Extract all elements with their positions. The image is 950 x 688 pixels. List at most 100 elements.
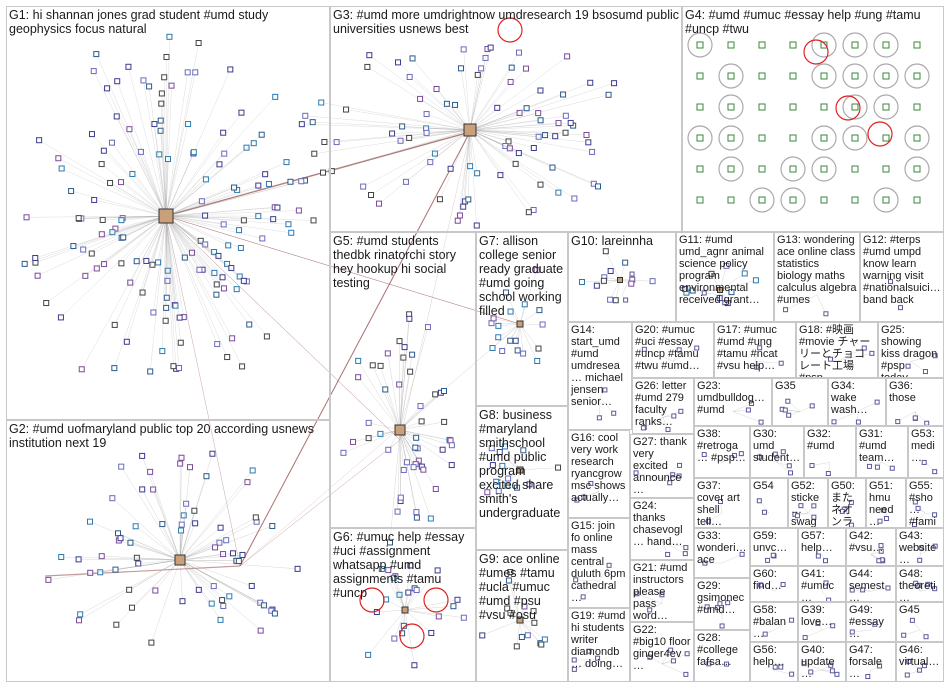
g6-node[interactable] <box>396 591 403 598</box>
g3-node[interactable] <box>321 138 328 145</box>
g2-node[interactable] <box>135 560 142 567</box>
g5-node[interactable] <box>413 509 420 516</box>
group-g23[interactable]: G23: umdbulldog… #umd <box>694 378 772 426</box>
g1-node[interactable] <box>139 289 146 296</box>
small-group-node[interactable] <box>909 617 915 623</box>
g2-node[interactable] <box>191 507 198 514</box>
g2-node[interactable] <box>113 621 120 628</box>
g9-node[interactable] <box>530 608 537 615</box>
group-g57[interactable]: G57: help… <box>798 528 846 566</box>
g3-node[interactable] <box>423 111 430 118</box>
g2-node[interactable] <box>179 598 186 605</box>
g1-node[interactable] <box>137 148 144 155</box>
g6-node[interactable] <box>390 574 397 581</box>
g3-node[interactable] <box>395 59 402 66</box>
g3-node[interactable] <box>562 129 569 136</box>
g2-node[interactable] <box>223 537 230 544</box>
g5-node[interactable] <box>409 351 416 358</box>
g4-node[interactable] <box>851 134 859 142</box>
g1-node[interactable] <box>158 100 165 107</box>
g5-node[interactable] <box>418 418 425 425</box>
g1-node[interactable] <box>213 291 220 298</box>
g2-node[interactable] <box>269 523 276 530</box>
g3-node[interactable] <box>523 105 530 112</box>
g1-node[interactable] <box>229 335 236 342</box>
small-group-node[interactable] <box>676 473 682 479</box>
group-g38[interactable]: G38: #retroga… #psp… <box>694 426 750 478</box>
small-group-node[interactable] <box>861 345 867 351</box>
g3-node[interactable] <box>535 133 542 140</box>
g4-node[interactable] <box>820 103 828 111</box>
g1-node[interactable] <box>246 321 253 328</box>
group-g20[interactable]: G20: #umuc #uci #essay #uncp #tamu #twu … <box>632 322 714 378</box>
g7-node[interactable] <box>534 358 541 365</box>
group-g41[interactable]: G41: #umuc… <box>798 566 846 602</box>
g4-node[interactable] <box>758 72 766 80</box>
g1-node[interactable] <box>93 265 100 272</box>
g5-node[interactable] <box>448 442 455 449</box>
g6-node[interactable] <box>399 630 406 637</box>
group-g30[interactable]: G30: umd student… <box>750 426 804 478</box>
g3-hub-node[interactable] <box>463 123 477 137</box>
g3-node[interactable] <box>515 49 522 56</box>
g1-node[interactable] <box>127 279 134 286</box>
small-group-node[interactable] <box>878 548 884 554</box>
g1-node[interactable] <box>112 225 119 232</box>
g2-node[interactable] <box>87 569 94 576</box>
g5-node[interactable] <box>387 539 394 546</box>
g3-node[interactable] <box>433 86 440 93</box>
small-group-node[interactable] <box>888 279 894 285</box>
g5-node[interactable] <box>407 368 414 375</box>
g10-node[interactable] <box>607 296 614 303</box>
g3-node[interactable] <box>611 80 618 87</box>
g8-node[interactable] <box>484 489 491 496</box>
group-g32[interactable]: G32: #umd <box>804 426 856 478</box>
g10-node[interactable] <box>612 297 619 304</box>
g11-node[interactable] <box>723 262 730 269</box>
g3-node[interactable] <box>512 160 519 167</box>
g2-node[interactable] <box>244 479 251 486</box>
g9-node[interactable] <box>479 632 486 639</box>
g1-node[interactable] <box>126 126 133 133</box>
g1-node[interactable] <box>157 117 164 124</box>
g5-node[interactable] <box>424 324 431 331</box>
small-group-node[interactable] <box>678 408 684 414</box>
g2-node[interactable] <box>220 603 227 610</box>
group-g50[interactable]: G50: またネオンライ… <box>828 478 866 528</box>
group-g36[interactable]: G36: those <box>886 378 944 426</box>
small-group-node[interactable] <box>684 651 690 657</box>
g4-node[interactable] <box>696 134 704 142</box>
small-group-node[interactable] <box>794 513 800 519</box>
group-g10[interactable]: G10: lareinnha <box>568 232 676 322</box>
small-group-node[interactable] <box>581 494 587 500</box>
g2-node[interactable] <box>109 495 116 502</box>
group-g18[interactable]: G18: #映画 #movie チャーリーとチョコレート工場 #psp… <box>796 322 878 378</box>
small-group-node[interactable] <box>667 480 673 486</box>
g2-node[interactable] <box>177 460 184 467</box>
g4-node[interactable] <box>758 134 766 142</box>
g8-node[interactable] <box>520 447 527 454</box>
g5-node[interactable] <box>420 466 427 473</box>
g1-node[interactable] <box>233 286 240 293</box>
g5-node[interactable] <box>377 430 384 437</box>
small-group-node[interactable] <box>574 497 580 503</box>
small-group-node[interactable] <box>571 666 577 672</box>
g2-node[interactable] <box>235 558 242 565</box>
g1-node[interactable] <box>88 131 95 138</box>
group-g19[interactable]: G19: #umd hi students writer diamondb… d… <box>568 608 630 682</box>
g2-node[interactable] <box>210 583 217 590</box>
g4-node[interactable] <box>789 165 797 173</box>
g4-node[interactable] <box>696 196 704 204</box>
small-group-node[interactable] <box>706 661 712 667</box>
g3-node[interactable] <box>497 172 504 179</box>
g4-node[interactable] <box>913 103 921 111</box>
group-g29[interactable]: G29: gsimonec #umd… <box>694 578 750 630</box>
group-g17[interactable]: G17: #umuc #umd #ung #tamu #ncat #vsu he… <box>714 322 796 378</box>
g11-node[interactable] <box>682 285 689 292</box>
small-group-node[interactable] <box>588 480 594 486</box>
small-group-node[interactable] <box>761 509 767 515</box>
g1-node[interactable] <box>21 260 28 267</box>
small-group-node[interactable] <box>904 672 910 678</box>
g7-node[interactable] <box>512 337 519 344</box>
g1-node[interactable] <box>250 140 257 147</box>
